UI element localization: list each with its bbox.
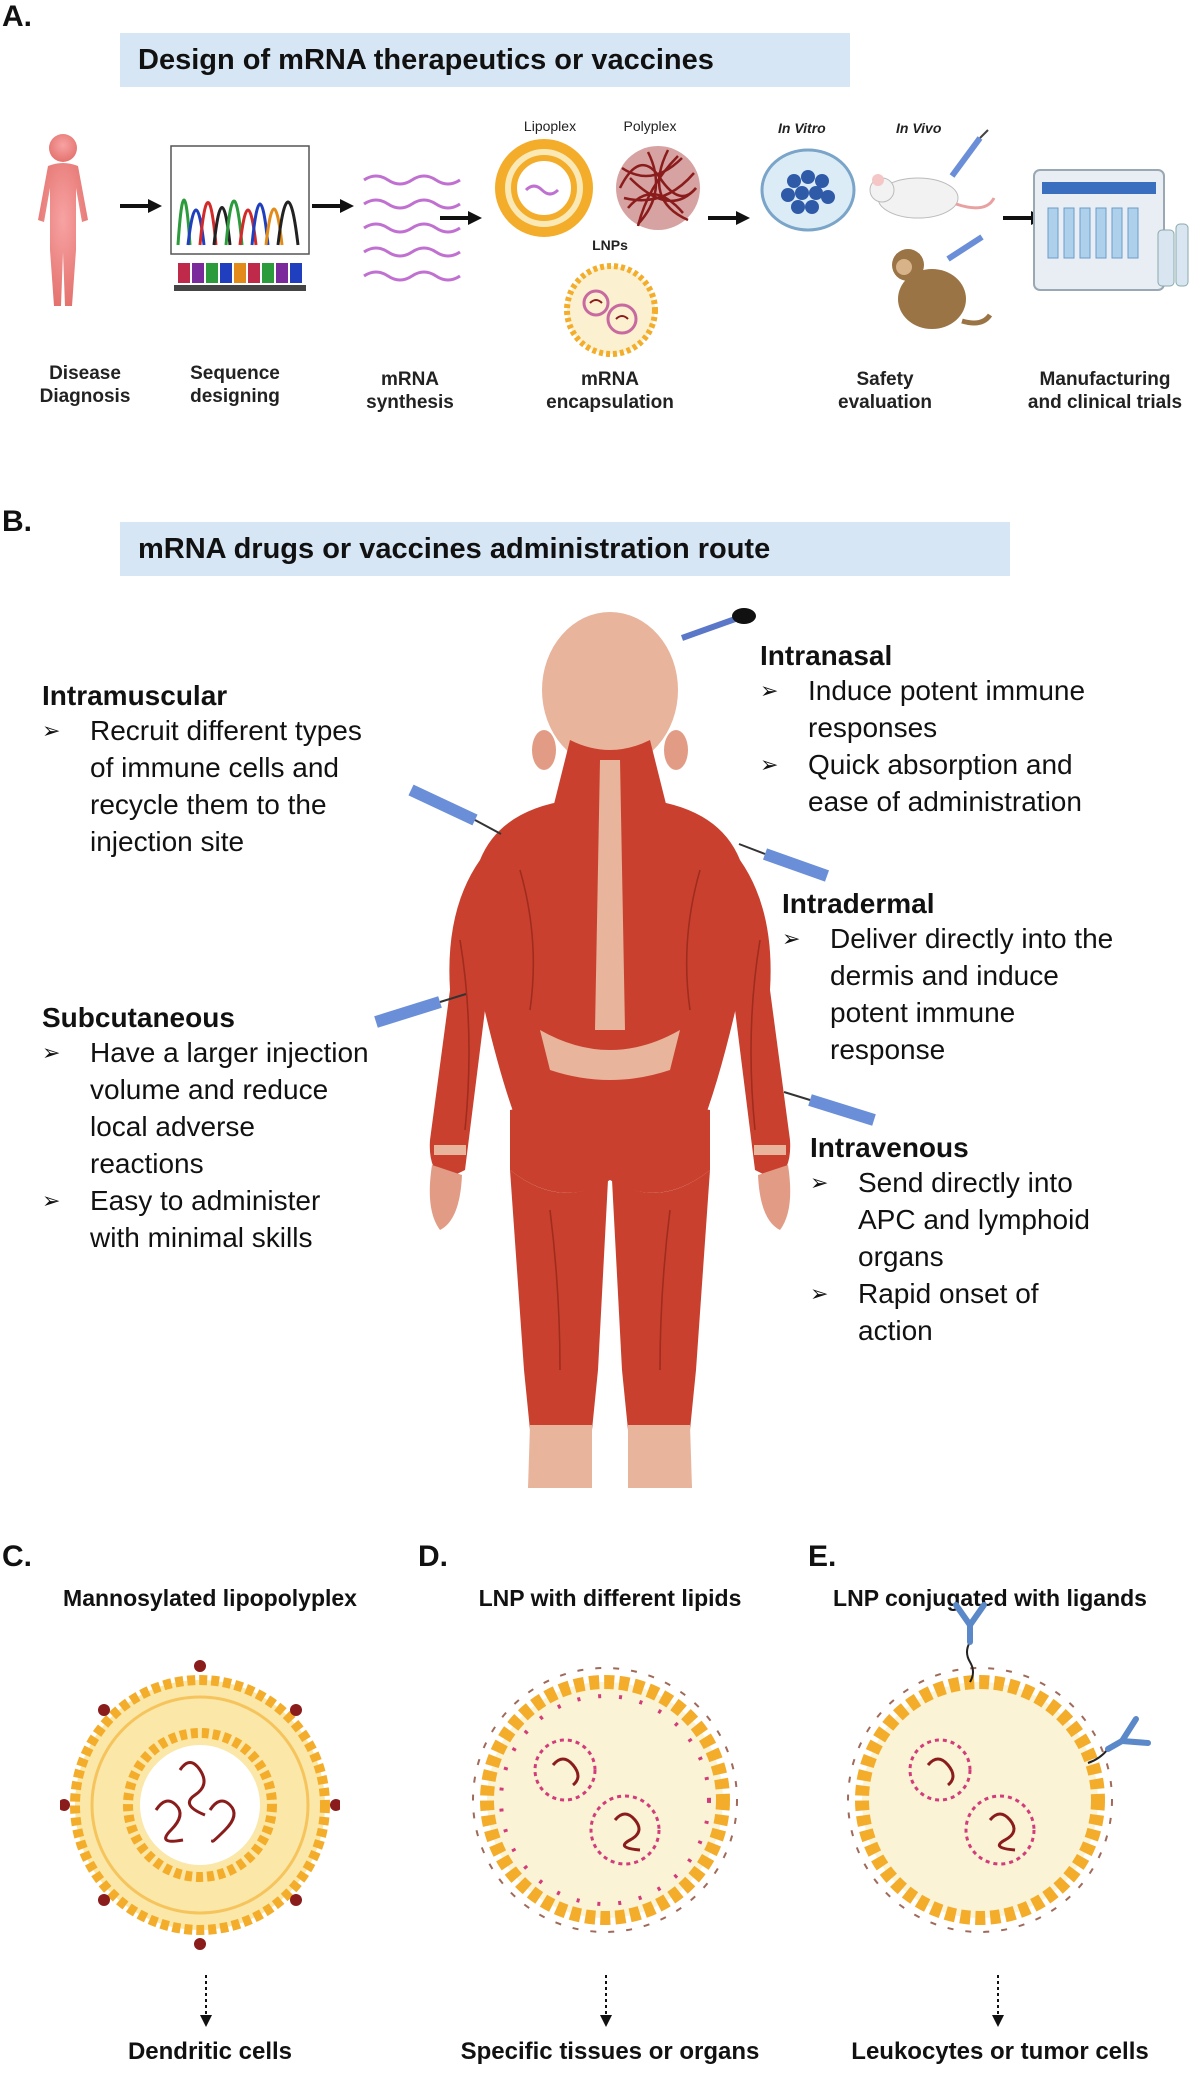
route-intranasal: Intranasal Induce potent immuneresponses… [760,640,1200,820]
panel-b-title: mRNA drugs or vaccines administration ro… [120,522,1010,576]
sequence-chromatogram-icon [170,145,310,291]
dotted-arrow-icon [992,1975,1004,2027]
human-figure-icon [38,134,88,306]
panel-c-title: Mannosylated lipopolyplex [63,1585,357,1611]
panel-a-letter: A. [2,0,32,33]
route-title: Intranasal [760,640,893,671]
mouse-icon [869,129,996,219]
panel-d-target: Specific tissues or organs [460,2038,760,2065]
lipoplex-icon [495,139,593,237]
mrna-strands-icon [363,174,461,282]
syringe-subcutaneous-icon [374,993,467,1028]
panel-e-title: LNP conjugated with ligands [833,1585,1147,1611]
route-subcutaneous: Subcutaneous Have a larger injectionvolu… [42,1002,462,1256]
panel-b-letter: B. [2,505,32,538]
syringe-intradermal-icon [738,843,830,882]
panel-a-title: Design of mRNA therapeutics or vaccines [120,33,850,87]
panel-c-target: Dendritic cells [127,2038,293,2065]
route-title: Intradermal [782,888,935,919]
route-title: Subcutaneous [42,1002,235,1033]
panel-e-letter: E. [808,1540,837,1573]
route-intradermal: Intradermal Deliver directly into theder… [782,888,1200,1068]
dotted-arrow-icon [200,1975,212,2027]
dotted-arrow-icon [600,1975,612,2027]
mannosylated-lipopolyplex-icon [60,1660,340,1950]
panel-c-letter: C. [2,1540,32,1573]
route-intramuscular: Intramuscular Recruit different typesof … [42,680,462,860]
panel-e-target: Leukocytes or tumor cells [851,2038,1149,2065]
monkey-icon [892,234,993,329]
muscular-body-figure [429,612,791,1488]
arrow-icon [120,199,162,213]
in-vitro-label: In Vitro [778,120,826,136]
route-title: Intramuscular [42,680,228,711]
lipoplex-label: Lipoplex [523,118,577,134]
syringe-intravenous-icon [783,1091,876,1126]
petri-dish-icon [760,148,856,232]
lnp-icon [564,263,658,357]
polyplex-icon [616,146,700,230]
polyplex-label: Polyplex [623,118,677,134]
lnp-ligand-conjugated-icon [847,1602,1151,1933]
arrow-icon [708,211,750,225]
lnp-different-lipids-icon [472,1667,738,1933]
arrow-icon [440,211,482,225]
route-title: Intravenous [810,1132,969,1163]
manufacturing-machine-icon [1033,169,1189,291]
panel-d-title: LNP with different lipids [478,1585,742,1611]
lnps-label: LNPs [592,237,628,253]
dropper-icon [680,608,756,641]
arrow-icon [312,199,354,213]
panel-d-letter: D. [418,1540,448,1573]
in-vivo-label: In Vivo [896,120,942,136]
